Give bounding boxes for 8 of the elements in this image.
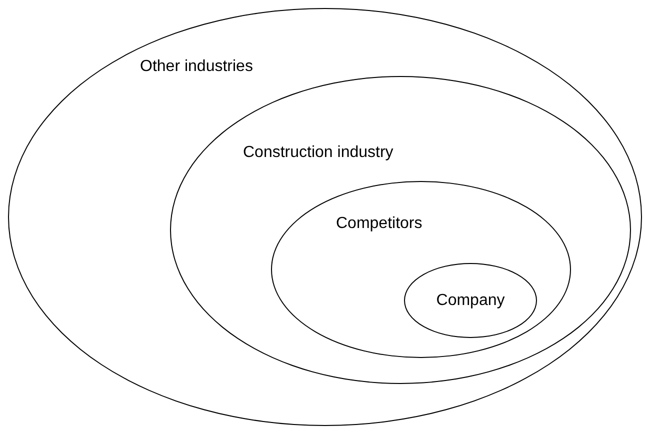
- ellipse: [404, 263, 537, 338]
- ellipse: [170, 76, 631, 384]
- set-label: Company: [436, 292, 505, 308]
- ellipse: [271, 181, 571, 358]
- set-label: Other industries: [140, 59, 253, 75]
- set-label: Competitors: [336, 216, 422, 232]
- ellipse: [8, 8, 642, 426]
- set-label: Construction industry: [243, 145, 394, 161]
